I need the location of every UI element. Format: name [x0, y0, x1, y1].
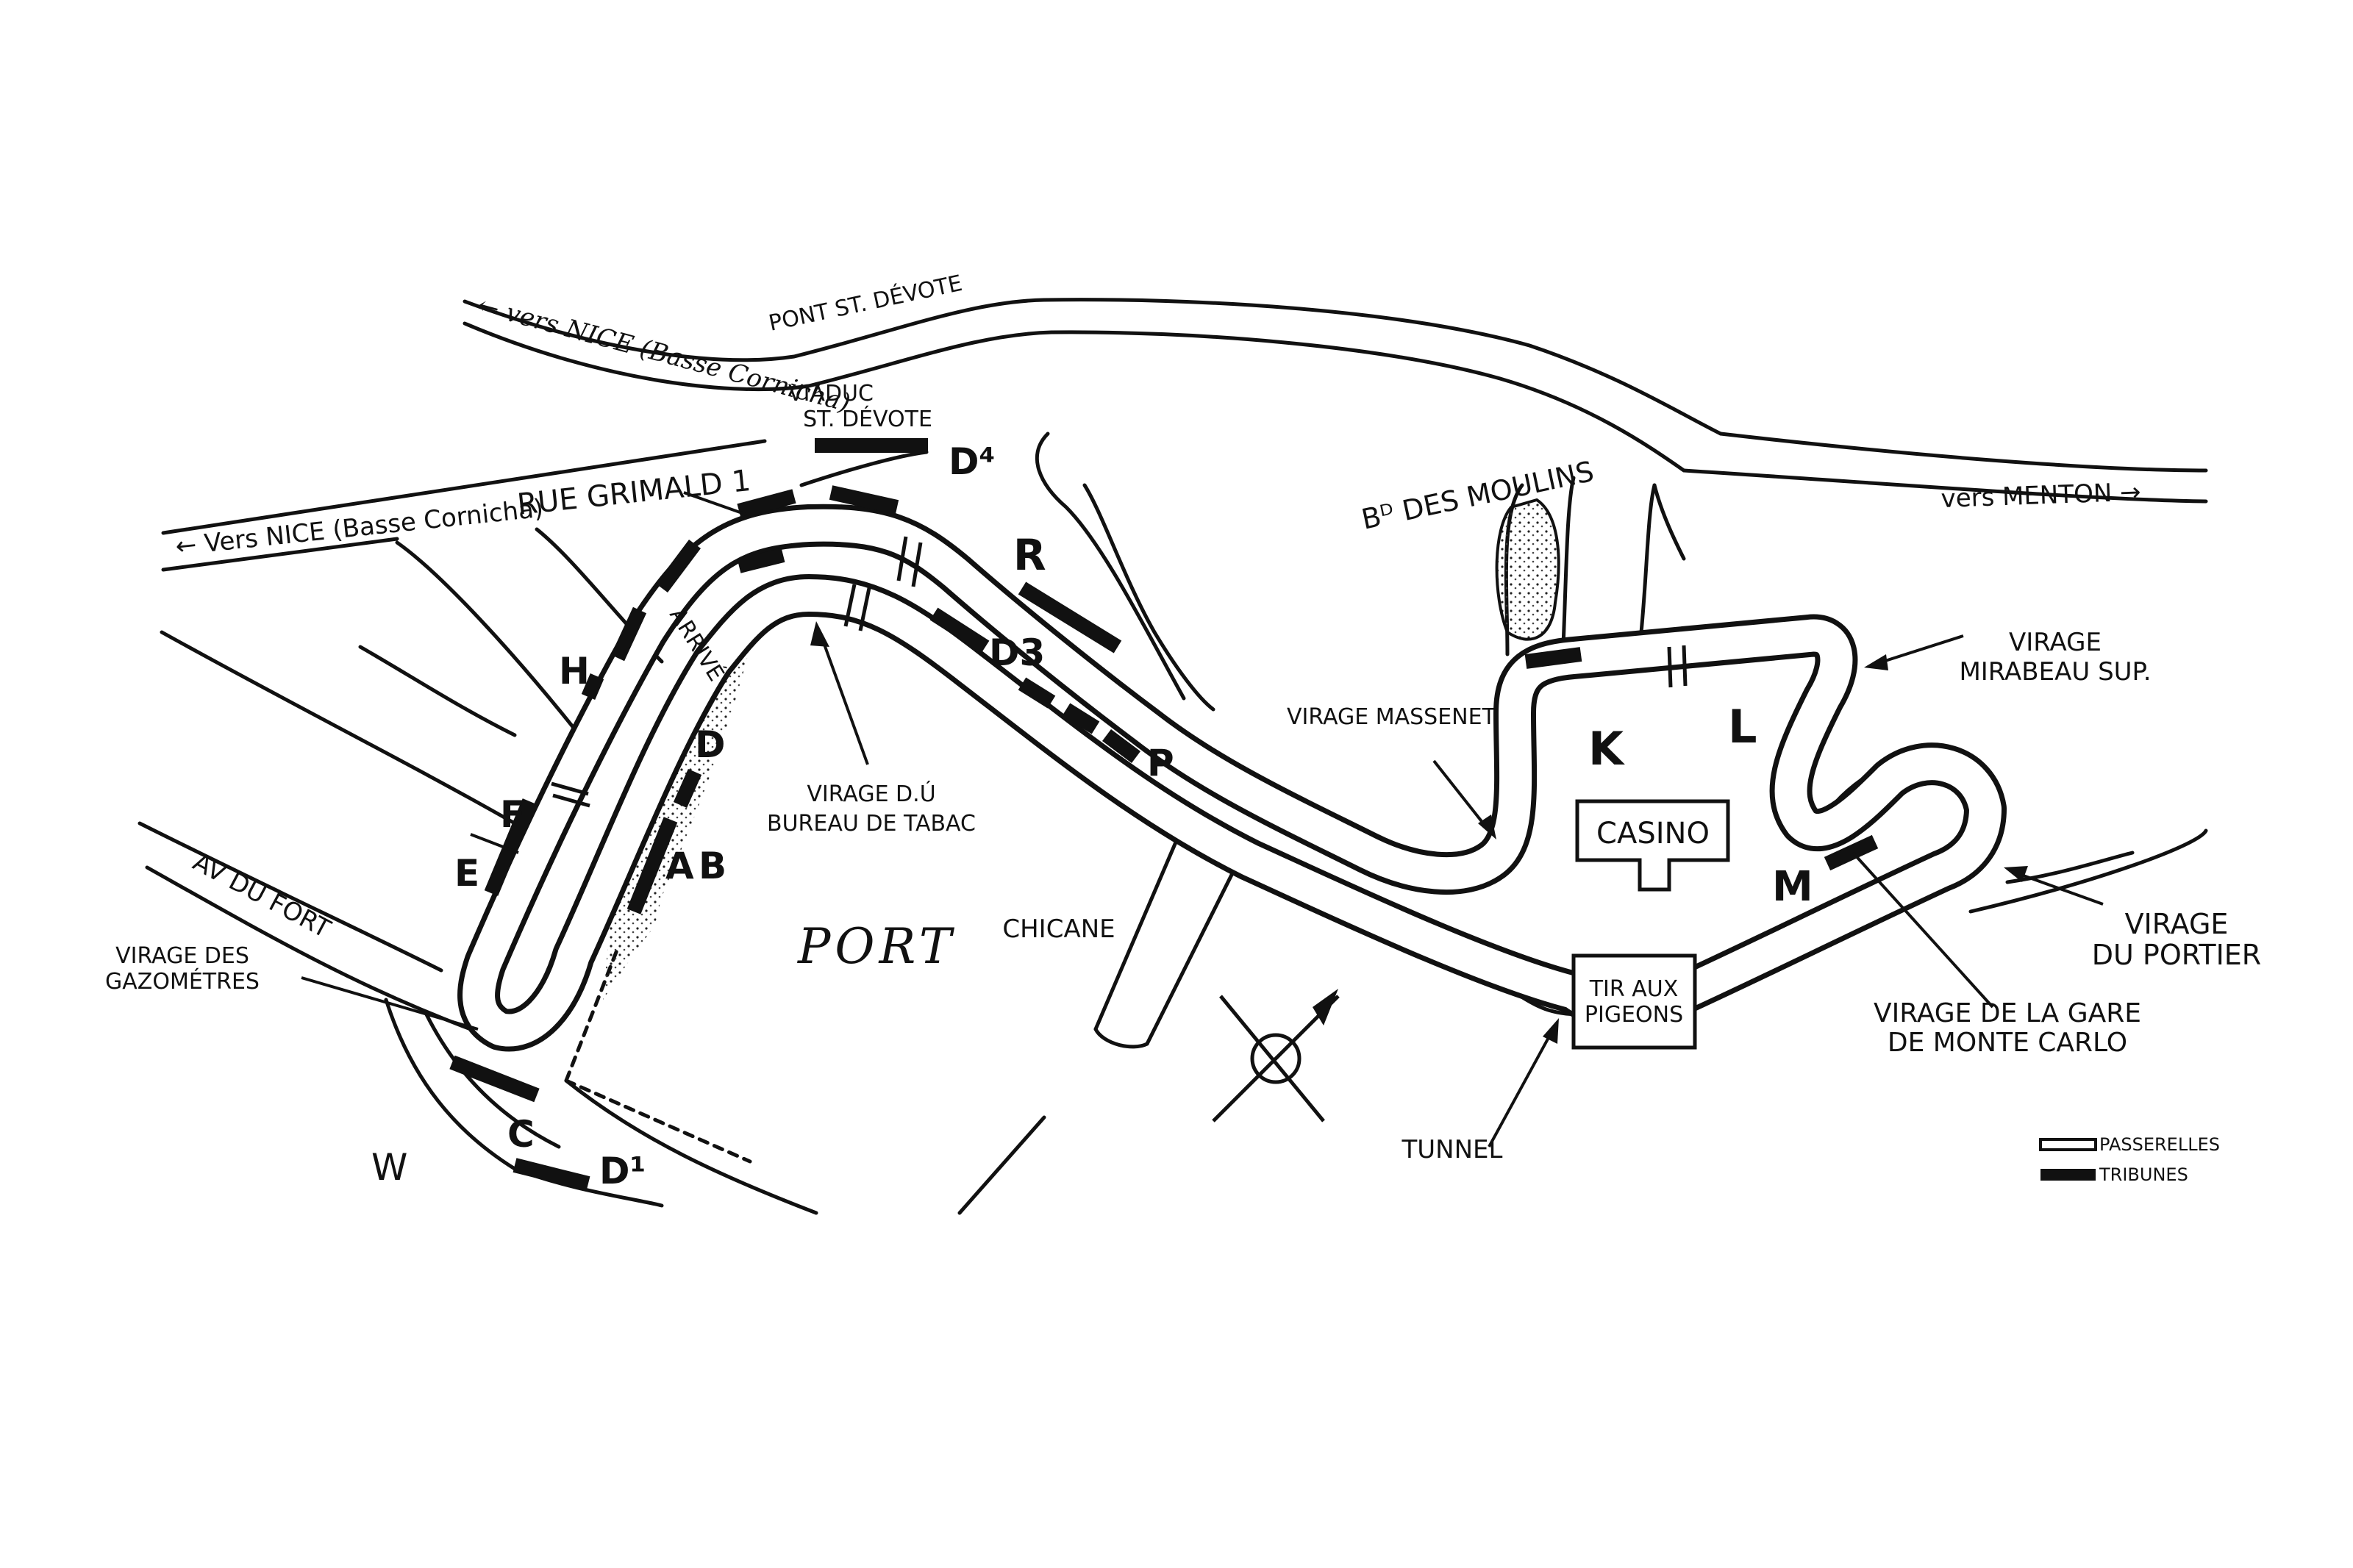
label-gare-1: VIRAGE DE LA GARE — [1874, 998, 2141, 1028]
label-mirabeau-2: MIRABEAU SUP. — [1959, 657, 2151, 687]
label-chicane: CHICANE — [1002, 914, 1115, 944]
label-viaduc-1: VIADUC — [788, 381, 874, 407]
legend-passerelles-swatch — [2039, 1138, 2097, 1151]
tribune-r: R — [1013, 530, 1046, 580]
legend-tribunes-label: TRIBUNES — [2099, 1164, 2188, 1185]
tribune-letters: D⁴ R D3 P H D F E A B C D¹ W K L M — [371, 440, 1813, 1192]
legend-tribunes-swatch — [2040, 1169, 2096, 1181]
passerelles — [551, 536, 1688, 808]
race-track — [457, 504, 2007, 1052]
tribune-h: H — [559, 650, 590, 692]
tribune-m: M — [1772, 863, 1813, 911]
corner-labels: VIRAGE D.Ú BUREAU DE TABAC VIRAGE MASSEN… — [105, 628, 2261, 1164]
tribune-a: A — [665, 845, 694, 887]
label-gazometres-2: GAZOMÉTRES — [105, 968, 260, 995]
tribune-l: L — [1728, 700, 1757, 753]
tribune-w: W — [371, 1146, 407, 1189]
label-vers-menton: vers MENTON → — [1940, 478, 2141, 514]
tribune-e: E — [454, 852, 479, 895]
label-tunnel: TUNNEL — [1402, 1135, 1503, 1164]
label-tabac-2: BUREAU DE TABAC — [767, 811, 976, 837]
label-tir-aux-1: TIR AUX — [1589, 976, 1679, 1002]
tribune-d4: D⁴ — [949, 440, 995, 483]
pointer-arrows — [301, 491, 2104, 1148]
label-port: PORT — [797, 918, 956, 975]
label-massenet: VIRAGE MASSENET — [1287, 704, 1496, 730]
tribune-d1: D¹ — [599, 1150, 646, 1192]
tribunes — [449, 438, 1879, 1191]
label-portier-1: VIRAGE — [2125, 908, 2229, 940]
compass-rose-icon — [1212, 989, 1340, 1123]
park-median — [1495, 498, 1560, 641]
tribune-d: D — [695, 723, 726, 766]
label-portier-2: DU PORTIER — [2092, 939, 2261, 971]
label-bd-des-moulins: Bᴰ DES MOULINS — [1359, 455, 1597, 536]
label-pont-ste-devote: PONT ST. DÉVOTE — [766, 270, 964, 337]
tribune-b: B — [699, 845, 726, 887]
tribune-f: F — [500, 793, 525, 836]
tribune-c: C — [507, 1113, 535, 1156]
label-tabac-1: VIRAGE D.Ú — [807, 780, 935, 807]
label-tir-aux-2: PIGEONS — [1585, 1002, 1683, 1028]
legend-passerelles-label: PASSERELLES — [2099, 1134, 2220, 1155]
casino-building — [1575, 799, 1730, 892]
label-casino: CASINO — [1596, 817, 1710, 851]
legend: PASSERELLES TRIBUNES — [2039, 1134, 2220, 1185]
tribune-k: K — [1588, 722, 1625, 776]
tribune-d3: D3 — [989, 631, 1045, 674]
label-viaduc-2: ST. DÉVOTE — [803, 406, 932, 432]
tir-aux-pigeons-building — [1571, 953, 1697, 1050]
label-mirabeau-1: VIRAGE — [2009, 628, 2102, 657]
tribune-p: P — [1147, 742, 1174, 784]
label-gazometres-1: VIRAGE DES — [115, 943, 249, 969]
label-gare-2: DE MONTE CARLO — [1888, 1028, 2127, 1058]
